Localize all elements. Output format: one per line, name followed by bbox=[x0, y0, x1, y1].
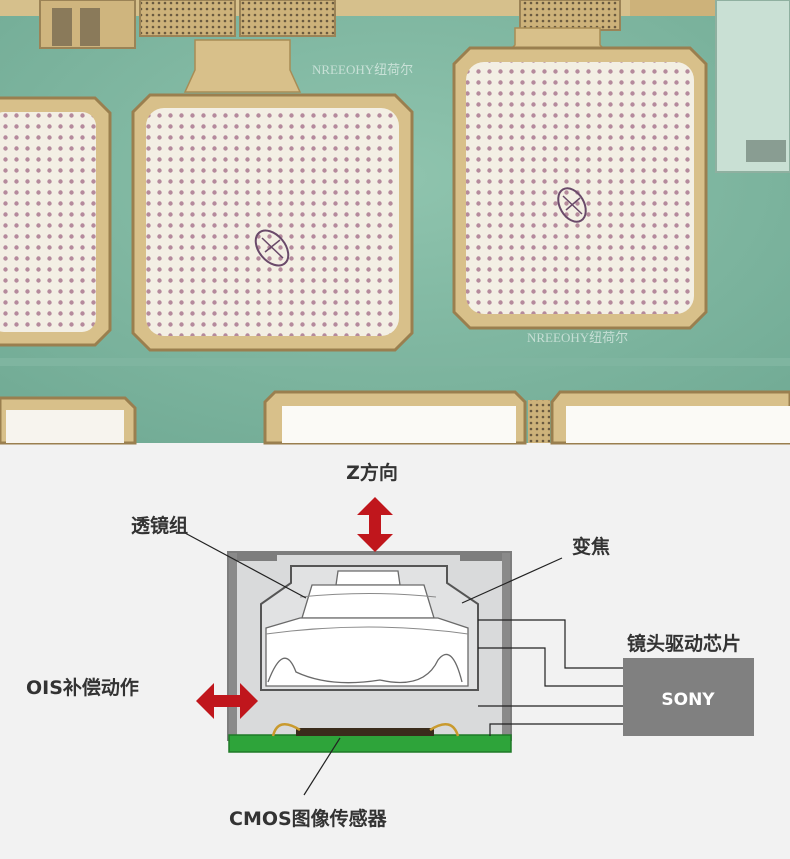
z-direction-label: Z方向 bbox=[346, 461, 398, 484]
micrograph-photo: NREEOHY纽荷尔 NREEOHY纽荷尔 bbox=[0, 0, 790, 445]
top-circuit-strip bbox=[0, 0, 790, 173]
z-direction-arrow bbox=[357, 497, 393, 552]
driver-chip-label: 镜头驱动芯片 bbox=[627, 632, 741, 655]
bond-pad-left bbox=[0, 96, 112, 347]
camera-module-diagram: SONY Z方向 透镜组 变焦 镜头驱动芯片 OIS补偿动作 CMOS图像传感器 bbox=[0, 447, 790, 859]
ois-arrow bbox=[196, 683, 258, 719]
bond-pad-right bbox=[452, 46, 708, 330]
chip-brand-label: SONY bbox=[661, 690, 715, 710]
bond-pad-middle bbox=[131, 93, 414, 352]
driver-wires bbox=[478, 619, 623, 736]
cmos-label: CMOS图像传感器 bbox=[229, 807, 388, 830]
cmos-sensor bbox=[296, 728, 434, 736]
watermark-top: NREEOHY纽荷尔 bbox=[312, 62, 413, 77]
lens-group bbox=[265, 570, 469, 687]
lens-group-label: 透镜组 bbox=[131, 514, 188, 537]
ois-label: OIS补偿动作 bbox=[26, 676, 139, 699]
bond-wire-left bbox=[271, 723, 301, 737]
zoom-label: 变焦 bbox=[572, 535, 610, 558]
leader-lines bbox=[184, 532, 563, 796]
driver-chip bbox=[623, 658, 754, 736]
watermark-bottom: NREEOHY纽荷尔 bbox=[527, 330, 628, 345]
bottom-pads bbox=[0, 390, 790, 445]
pcb-board bbox=[228, 734, 512, 753]
bond-wire-right bbox=[429, 723, 460, 737]
